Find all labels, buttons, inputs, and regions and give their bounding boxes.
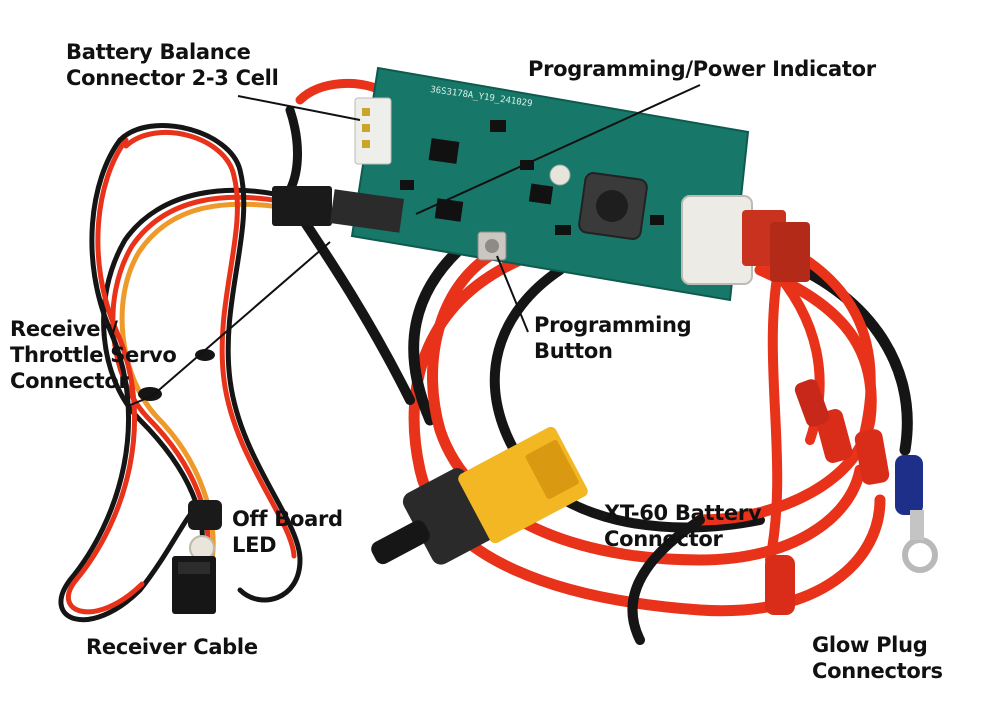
label-off-board-led-line1: Off Board bbox=[232, 507, 343, 531]
label-glow-plug: Glow Plug Connectors bbox=[812, 632, 943, 684]
label-receiver-throttle-line1: Receiver/ bbox=[10, 317, 118, 341]
label-off-board-led-line2: LED bbox=[232, 533, 277, 557]
leader-lines bbox=[127, 84, 701, 407]
off-board-led-hardware bbox=[172, 500, 222, 614]
label-glow-plug-line1: Glow Plug bbox=[812, 633, 928, 657]
leader-receiver-throttle bbox=[127, 241, 331, 407]
label-battery-balance: Battery Balance Connector 2-3 Cell bbox=[66, 39, 279, 91]
label-receiver-throttle-line2: Throttle Servo bbox=[10, 343, 177, 367]
label-receiver-cable: Receiver Cable bbox=[86, 635, 258, 659]
label-programming-button-line1: Programming bbox=[534, 313, 692, 337]
label-receiver-throttle-line3: Connector bbox=[10, 369, 129, 393]
label-programming-power-indicator: Programming/Power Indicator bbox=[528, 57, 876, 81]
leader-programming-indicator bbox=[415, 84, 701, 215]
xt60-connector bbox=[371, 426, 588, 565]
label-programming-button-line2: Button bbox=[534, 339, 613, 363]
leader-programming-button bbox=[496, 255, 529, 333]
label-programming-button: Programming Button bbox=[534, 312, 692, 364]
label-glow-plug-line2: Connectors bbox=[812, 659, 943, 683]
pcb-board: 36S3178A_Y19_241029 bbox=[272, 66, 810, 302]
leader-battery-balance bbox=[237, 95, 361, 121]
glow-plug-sleeves bbox=[765, 379, 938, 615]
label-xt60-line1: XT-60 Battery bbox=[604, 501, 762, 525]
label-battery-balance-line1: Battery Balance bbox=[66, 40, 251, 64]
label-xt60-line2: Connector bbox=[604, 527, 723, 551]
label-receiver-throttle: Receiver/ Throttle Servo Connector bbox=[10, 316, 177, 394]
label-off-board-led: Off Board LED bbox=[232, 506, 343, 558]
receiver-servo-lead bbox=[58, 123, 303, 623]
label-xt60: XT-60 Battery Connector bbox=[604, 500, 762, 552]
label-battery-balance-line2: Connector 2-3 Cell bbox=[66, 66, 279, 90]
